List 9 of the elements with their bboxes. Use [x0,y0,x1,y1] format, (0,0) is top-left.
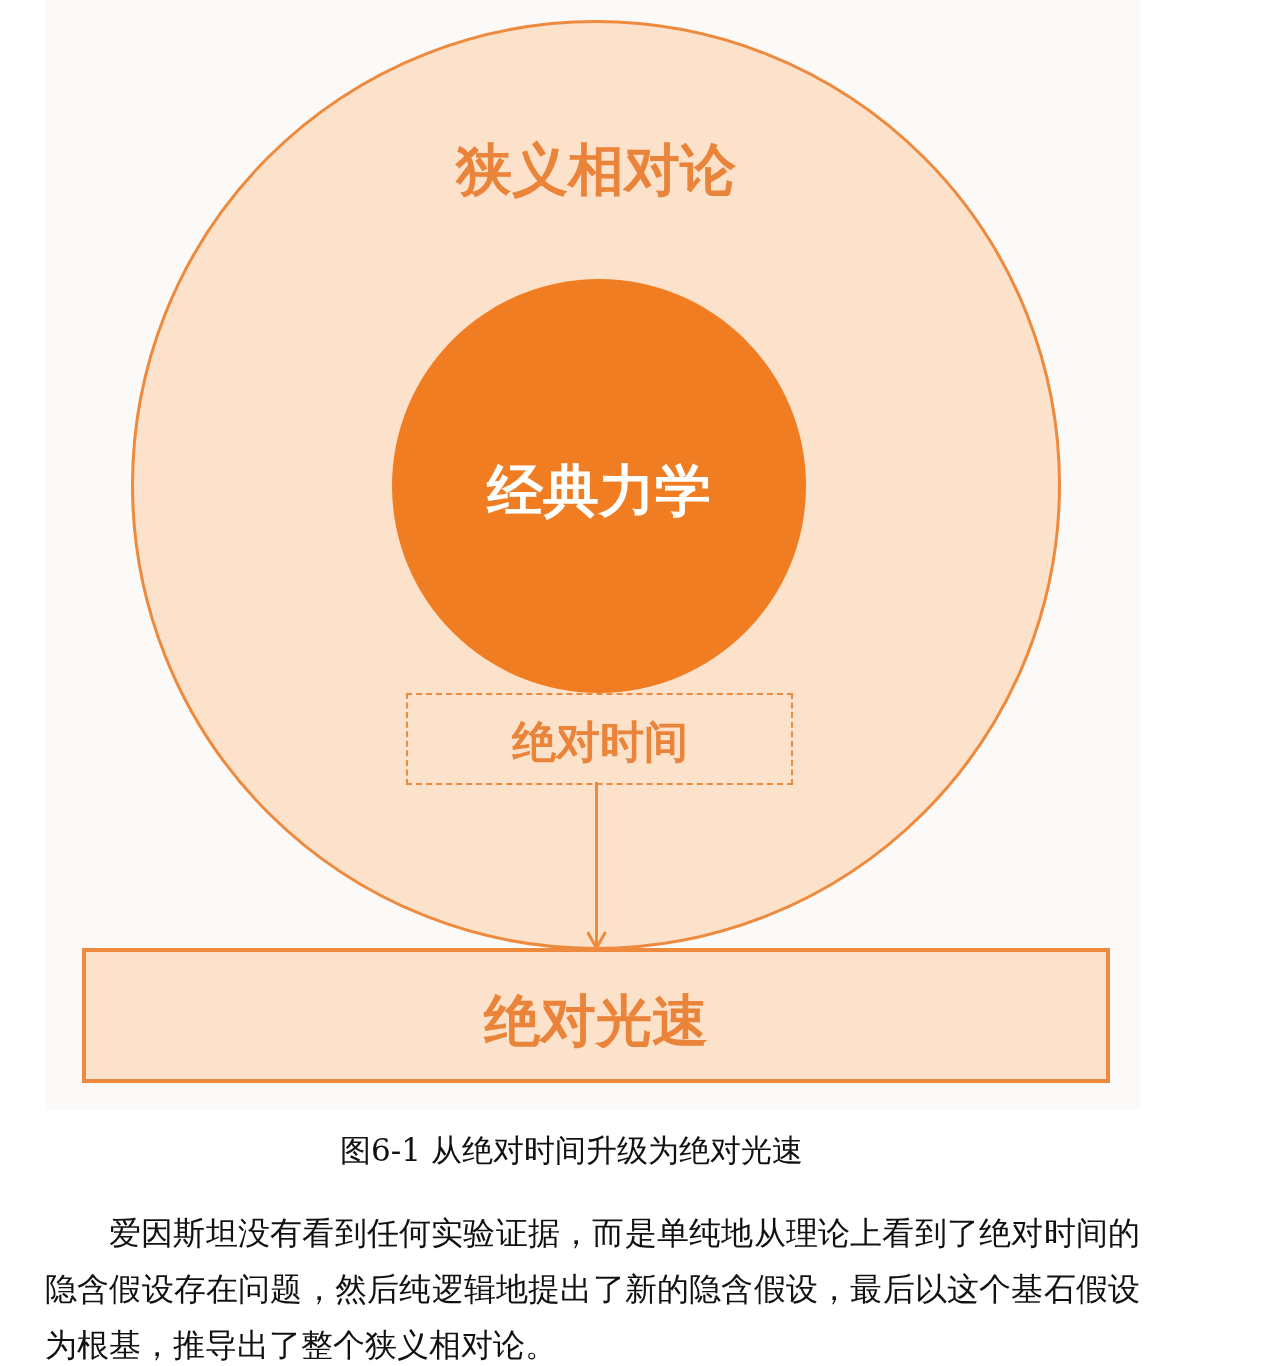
box-label: 绝对时间 [510,715,689,769]
dashed-box [406,693,793,785]
arrow [586,782,607,950]
box-label: 绝对光速 [482,987,709,1055]
body-paragraph: 爱因斯坦没有看到任何实验证据，而是单纯地从理论上看到了绝对时间的隐含假设存在问题，然后纯逻辑地提出了新的隐含假设，最后以这个基石假设为根基，推导出了整个狭义相对论。 [45,1213,1140,1366]
circle-label: 经典力学 [485,457,712,525]
circle-title: 狭义相对论 [454,136,737,204]
figure-caption: 图6-1 从绝对时间升级为绝对光速 [340,1131,803,1170]
base-box [82,948,1110,1083]
